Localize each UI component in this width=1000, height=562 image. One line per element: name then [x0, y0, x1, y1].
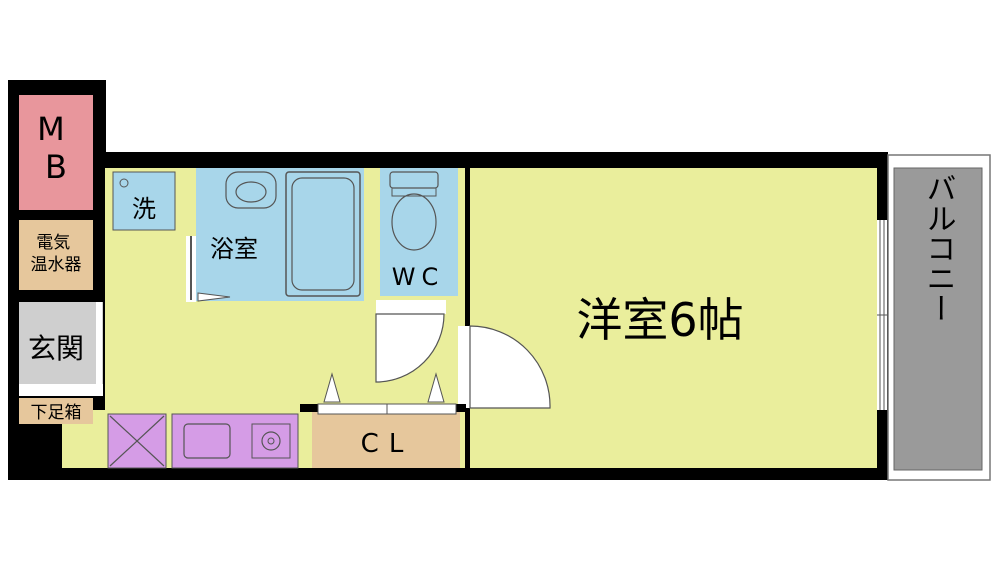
bath-sink-basin	[235, 181, 267, 203]
closet-door-arrow-left	[323, 372, 341, 403]
entrance-box	[19, 302, 103, 396]
washer-box	[112, 171, 176, 231]
toilet-bowl	[391, 193, 437, 251]
stove-burner-center	[267, 437, 275, 445]
bathroom-label: 浴室	[210, 235, 258, 263]
entrance-label: 玄関	[28, 332, 84, 365]
kitchen-counter	[171, 413, 299, 469]
washer-label: 洗	[132, 195, 156, 223]
entrance-step	[19, 384, 103, 396]
bath-sink	[225, 171, 277, 209]
wc-door-opening	[376, 300, 446, 314]
mb-box	[19, 95, 93, 210]
stove-burner-icon	[261, 431, 281, 451]
wc-label: WC	[392, 263, 445, 291]
closet-box	[312, 412, 460, 468]
kitchen-sink	[183, 423, 231, 459]
shoe-box-label: 下足箱	[31, 403, 82, 423]
bathtub-inner	[291, 177, 355, 291]
balcony-label: バルコニー	[921, 173, 956, 323]
stove-outline	[251, 423, 291, 459]
wc-door-swing	[375, 313, 445, 383]
balcony-floor	[893, 167, 983, 471]
water-heater-label: 電気 温水器	[31, 233, 82, 275]
western-room-label: 洋室6帖	[576, 293, 743, 347]
closet-door-arrow-right	[427, 372, 445, 403]
closet-label: CL	[361, 429, 414, 459]
western-room-floor	[470, 168, 877, 468]
entrance-door-frame	[96, 302, 102, 384]
toilet-base	[391, 187, 437, 197]
kitchen-cross-2	[109, 415, 165, 467]
mb-label: M B	[37, 110, 75, 186]
room-door-swing	[469, 325, 551, 409]
room-door-opening	[458, 326, 472, 408]
washer-drain-icon	[119, 178, 129, 188]
shoe-box	[19, 398, 93, 424]
bathtub	[285, 171, 361, 297]
water-heater-box	[19, 220, 93, 290]
bathroom-door-arrow	[197, 292, 231, 302]
